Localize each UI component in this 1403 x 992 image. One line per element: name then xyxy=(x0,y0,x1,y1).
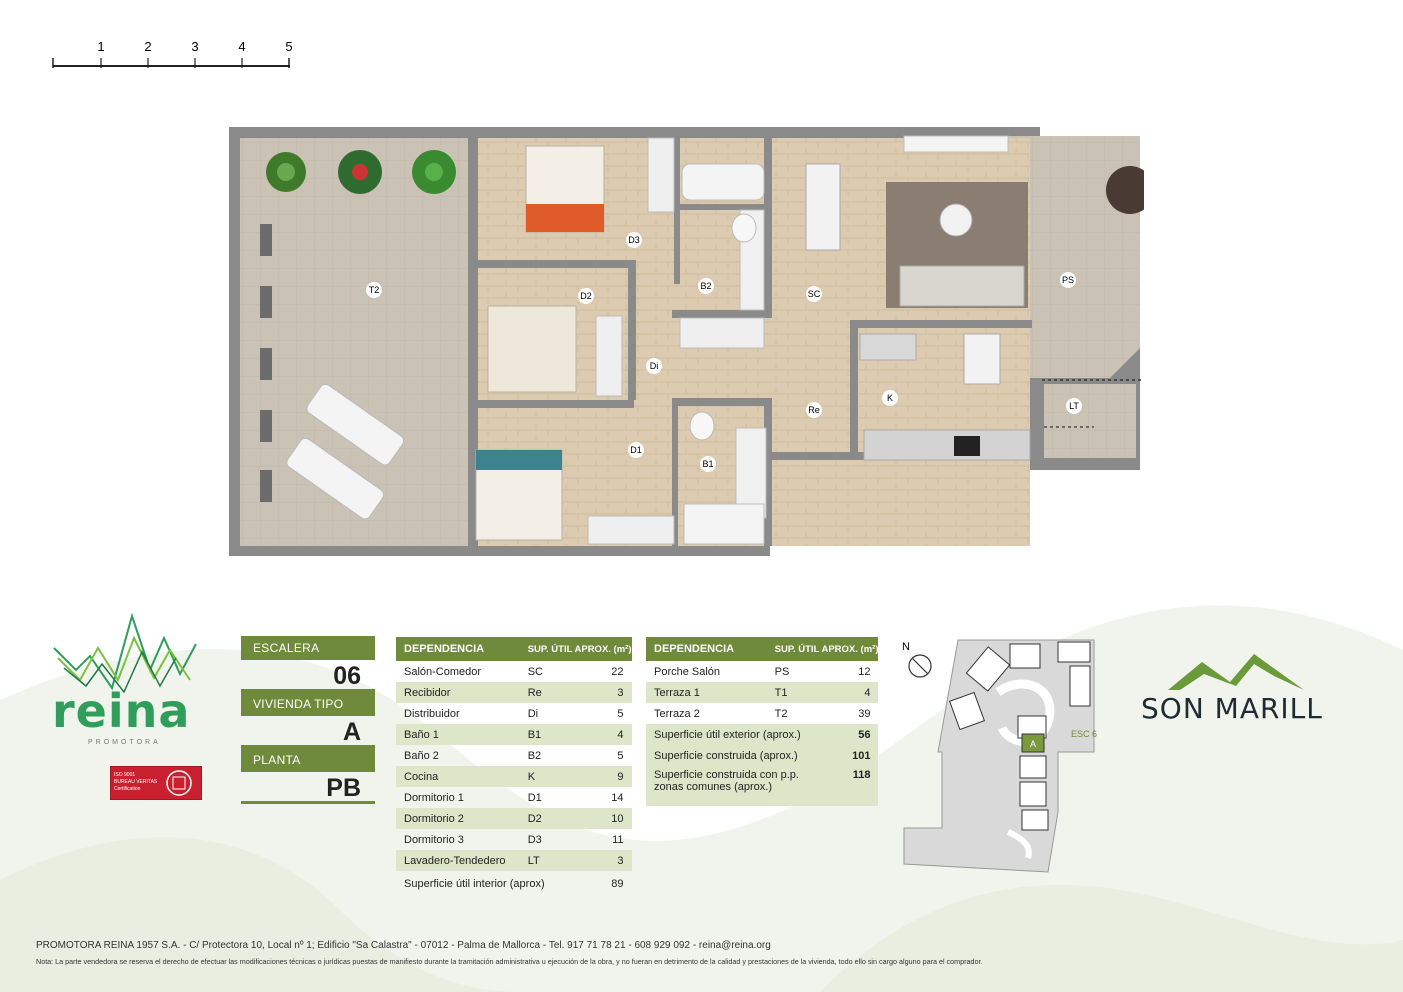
escalera-label: ESCALERA xyxy=(241,636,375,660)
son-marill-mountain-logo xyxy=(1168,654,1304,690)
exterior-area-table: DEPENDENCIA SUP. ÚTIL APROX. (m²) Porche… xyxy=(646,637,879,806)
table-row: Superficie construida con p.p. zonas com… xyxy=(646,766,879,796)
scale-tick-5: 5 xyxy=(285,39,292,54)
room-label-k: K xyxy=(887,393,893,403)
sup-comunes-value: 118 xyxy=(828,766,879,796)
table-total-row: Superficie útil interior (aprox) 89 xyxy=(396,871,632,897)
reina-mountain-logo xyxy=(53,612,197,694)
site-unit-label: A xyxy=(1030,739,1036,749)
scale-tick-2: 2 xyxy=(144,39,151,54)
sup-exterior-value: 56 xyxy=(828,724,879,745)
esc-label: ESC 6 xyxy=(1071,729,1098,739)
room-label-di: Di xyxy=(650,361,659,371)
interior-total-label: Superficie útil interior (aprox) xyxy=(404,878,545,890)
room-label-d1: D1 xyxy=(630,445,642,455)
sup-construida-label: Superficie construida (aprox.) xyxy=(646,745,829,766)
room-label-sc: SC xyxy=(808,289,821,299)
sup-construida-value: 101 xyxy=(828,745,879,766)
scale-tick-4: 4 xyxy=(238,39,245,54)
room-label-b2: B2 xyxy=(700,281,711,291)
table-row: Superficie útil exterior (aprox.)56 xyxy=(646,724,879,745)
footer-note: Nota: La parte vendedora se reserva el d… xyxy=(36,957,983,966)
sup-exterior-label: Superficie útil exterior (aprox.) xyxy=(646,724,829,745)
escalera-value: 06 xyxy=(241,660,375,692)
room-label-lt: LT xyxy=(1069,401,1079,411)
certification-seal-icon xyxy=(166,770,192,796)
planta-label: PLANTA xyxy=(241,748,375,772)
reina-wordmark: reina xyxy=(52,684,191,738)
sup-comunes-label-1: Superficie construida con p.p. xyxy=(654,769,799,781)
room-label-d3: D3 xyxy=(628,235,640,245)
scale-tick-3: 3 xyxy=(191,39,198,54)
reina-subtitle: PROMOTORA xyxy=(88,739,161,746)
planta-value: PB xyxy=(241,772,375,804)
room-label-d2: D2 xyxy=(580,291,592,301)
son-marill-wordmark: SON MARILL xyxy=(1141,692,1323,725)
vivienda-value: A xyxy=(241,716,375,748)
table-row: Superficie construida (aprox.)101 xyxy=(646,745,879,766)
room-label-b1: B1 xyxy=(702,459,713,469)
cert-line-2: BUREAU VERITAS xyxy=(114,779,158,785)
sup-comunes-label-2: zonas comunes (aprox.) xyxy=(654,781,772,793)
cert-line-1: ISO 9001 xyxy=(114,772,136,778)
site-plan: N A xyxy=(902,639,1095,873)
room-label-re: Re xyxy=(808,405,820,415)
interior-header-dependencia: DEPENDENCIA xyxy=(396,637,520,661)
unit-spec-block: ESCALERA 06 VIVIENDA TIPO A PLANTA PB xyxy=(241,636,375,804)
floor-plan: T2 D3 D2 B2 SC PS T1 Di Re K LT D1 B1 xyxy=(229,127,1144,556)
room-label-t2: T2 xyxy=(369,285,380,295)
interior-area-table: DEPENDENCIA SUP. ÚTIL APROX. (m²) Salón-… xyxy=(396,637,632,897)
interior-total-value: 89 xyxy=(611,878,624,890)
room-label-ps: PS xyxy=(1062,275,1074,285)
north-label: N xyxy=(902,641,910,653)
vivienda-label: VIVIENDA TIPO xyxy=(241,692,375,716)
interior-header-sup: SUP. ÚTIL APROX. (m²) xyxy=(519,637,632,661)
scale-bar: 1 2 3 4 5 xyxy=(52,39,292,68)
scale-tick-1: 1 xyxy=(97,39,104,54)
cert-line-3: Certification xyxy=(114,786,141,792)
exterior-header-dependencia: DEPENDENCIA xyxy=(646,637,767,661)
footer-address: PROMOTORA REINA 1957 S.A. - C/ Protector… xyxy=(36,940,771,951)
exterior-header-sup: SUP. ÚTIL APROX. (m²) xyxy=(766,637,879,661)
bureau-veritas-certification-badge: ISO 9001 BUREAU VERITAS Certification xyxy=(110,766,202,800)
